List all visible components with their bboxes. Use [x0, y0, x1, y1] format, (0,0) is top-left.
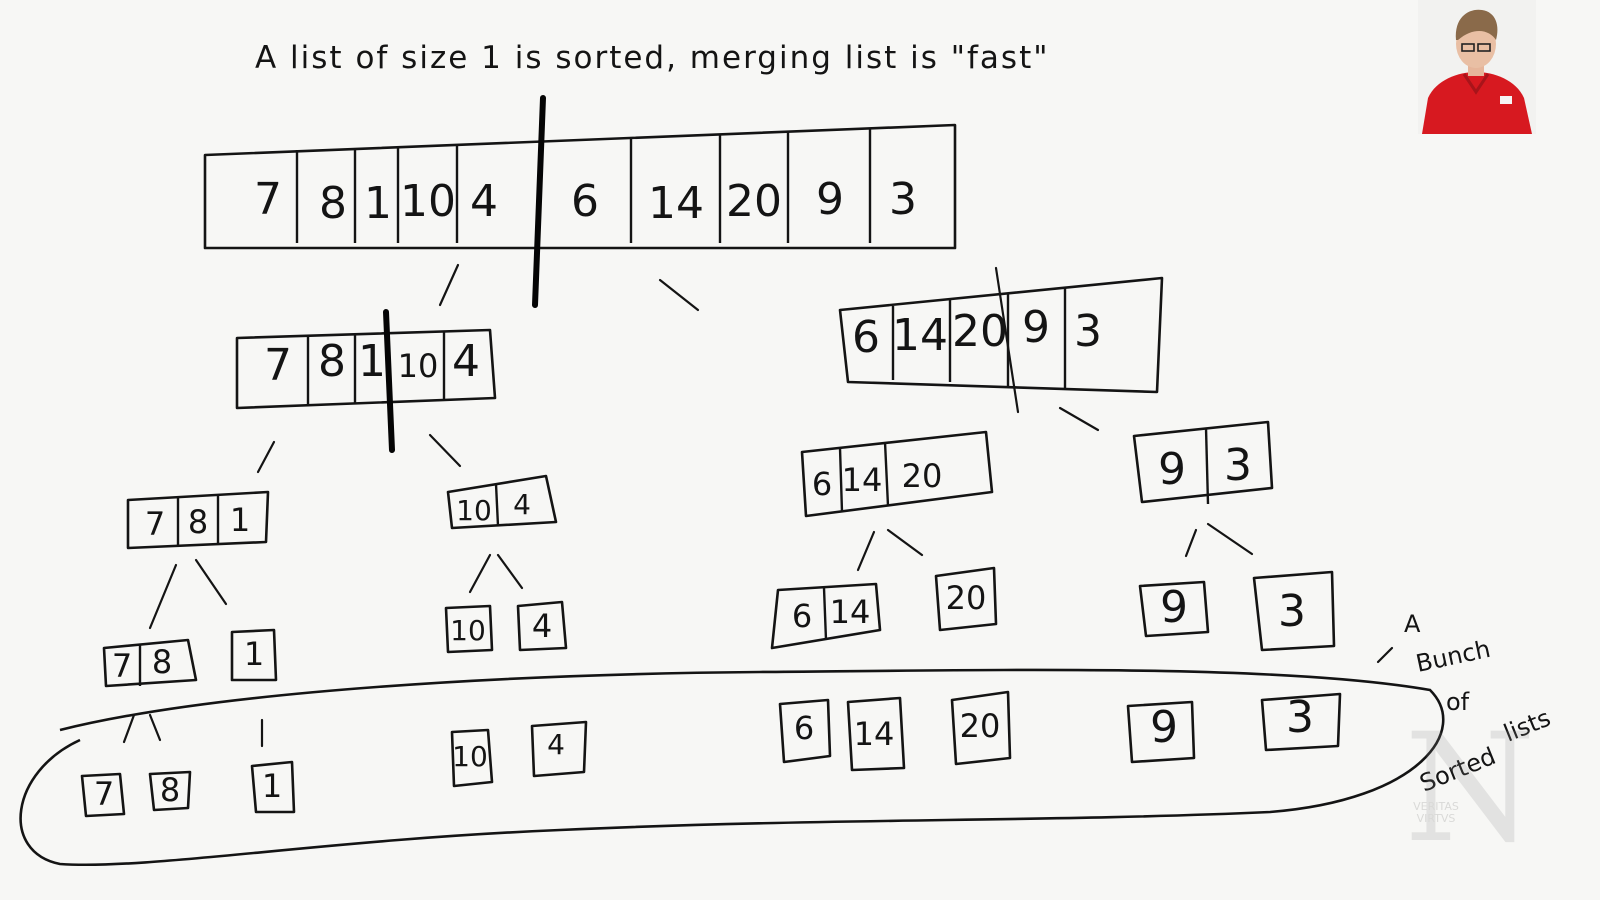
l1-right-cell-1: 14 [892, 310, 948, 361]
root-cell-7: 20 [726, 176, 782, 227]
l2-a-cell-0: 7 [145, 505, 165, 543]
level3-box-g [1138, 580, 1210, 638]
level3-box-b [230, 628, 278, 682]
root-cell-2: 1 [364, 178, 392, 229]
watermark-motto-2: VIRTVS [1417, 812, 1456, 825]
leaf-box-9 [1260, 692, 1342, 752]
l3-f-cell-0: 20 [946, 579, 987, 617]
l2-b-cell-0: 10 [456, 494, 492, 527]
sorted-lists-enclosure [19, 668, 1445, 867]
heading-text: A list of size 1 is sorted, merging list… [255, 40, 1050, 76]
edge-root-left [438, 263, 460, 307]
level3-box-f [934, 566, 998, 632]
l2-d-cell-1: 3 [1224, 440, 1252, 491]
l3-e-cell-1: 14 [830, 593, 871, 631]
leaf-box-7 [950, 690, 1012, 766]
l2-c-cell-1: 14 [842, 461, 883, 499]
l1-left-cell-3: 10 [398, 347, 439, 385]
annotation-line-3: of [1446, 688, 1470, 716]
leaf-box-5 [778, 698, 832, 764]
root-cell-9: 3 [889, 174, 917, 225]
watermark-letter: N [1404, 702, 1535, 876]
presenter-video [1418, 0, 1536, 134]
level2-array-b: 10 4 [446, 474, 558, 530]
annotation-line-2: Bunch [1413, 635, 1492, 678]
leaf-box-3 [450, 728, 494, 788]
l3-c-cell-0: 10 [450, 614, 486, 647]
root-array-box [203, 123, 957, 250]
root-cell-1: 8 [319, 178, 347, 229]
presenter-shirt [1422, 72, 1532, 134]
l1-right-cell-0: 6 [852, 312, 880, 363]
level3-array-a: 7 8 [102, 638, 198, 688]
level3-box-d [516, 600, 568, 652]
annotation-line-1: A [1404, 610, 1421, 638]
l1-left-cell-4: 4 [452, 336, 480, 387]
l3-a-cell-1: 8 [152, 643, 172, 681]
l2-c-cell-2: 20 [902, 457, 943, 495]
edge-root-right [658, 278, 700, 312]
level3-box-c [444, 604, 494, 654]
leaf-3: 10 [452, 740, 488, 773]
leaf-box-4 [530, 720, 588, 778]
watermark-motto-1: VERITAS [1413, 800, 1459, 813]
l1-left-cell-2: 1 [358, 336, 386, 387]
leaf-5: 6 [794, 709, 814, 747]
leaf-box-6 [846, 696, 906, 772]
l2-d-cell-0: 9 [1158, 444, 1186, 495]
l1-left-cell-0: 7 [264, 340, 292, 391]
l1-right-cell-3: 9 [1022, 302, 1050, 353]
l2-a-cell-1: 8 [188, 503, 208, 541]
leaf-9: 3 [1286, 692, 1314, 743]
leaf-0: 7 [94, 775, 114, 813]
level3-box-h [1252, 570, 1336, 652]
root-cell-3: 10 [400, 176, 456, 227]
level2-array-d: 9 3 [1132, 420, 1274, 505]
level3-array-e: 6 14 [770, 582, 882, 650]
root-cell-8: 9 [816, 174, 844, 225]
l1-right-cell-4: 3 [1074, 306, 1102, 357]
l3-e-cell-0: 6 [792, 597, 812, 635]
root-split-line [532, 95, 546, 308]
leaf-1: 8 [160, 771, 180, 809]
university-watermark: N VERITAS VIRTVS [1404, 702, 1535, 876]
root-cell-0: 7 [254, 174, 282, 225]
l1-right-cell-2: 20 [952, 306, 1008, 357]
level2-array-c: 6 14 20 [800, 430, 994, 518]
l3-g-cell-0: 9 [1160, 582, 1188, 633]
level1-split-line [383, 309, 395, 453]
root-array: 7 8 1 10 4 6 14 20 9 3 [203, 95, 957, 308]
l3-a-cell-0: 7 [112, 647, 132, 685]
leaf-8: 9 [1150, 702, 1178, 753]
level1-right-array: 6 14 20 9 3 [838, 266, 1164, 414]
l3-d-cell-0: 4 [532, 607, 552, 645]
l2-c-cell-0: 6 [812, 465, 832, 503]
l2-a-cell-2: 1 [230, 501, 250, 539]
leaf-box-8 [1126, 700, 1196, 764]
leaf-6: 14 [854, 715, 895, 753]
leaf-4: 4 [547, 728, 565, 761]
l2-b-cell-1: 4 [513, 488, 531, 521]
root-cell-6: 14 [648, 178, 704, 229]
level2-array-a: 7 8 1 [126, 490, 270, 550]
leaf-7: 20 [960, 707, 1001, 745]
root-cell-4: 4 [470, 176, 498, 227]
l1-left-cell-1: 8 [318, 336, 346, 387]
l3-h-cell-0: 3 [1278, 586, 1306, 637]
level1-left-array: 7 8 1 10 4 [235, 309, 497, 453]
l3-b-cell-0: 1 [244, 635, 264, 673]
leaf-box-1 [148, 770, 192, 812]
leaf-2: 1 [262, 767, 282, 805]
leaf-box-2 [250, 760, 296, 814]
leaf-box-0 [80, 772, 126, 818]
root-cell-5: 6 [571, 176, 599, 227]
